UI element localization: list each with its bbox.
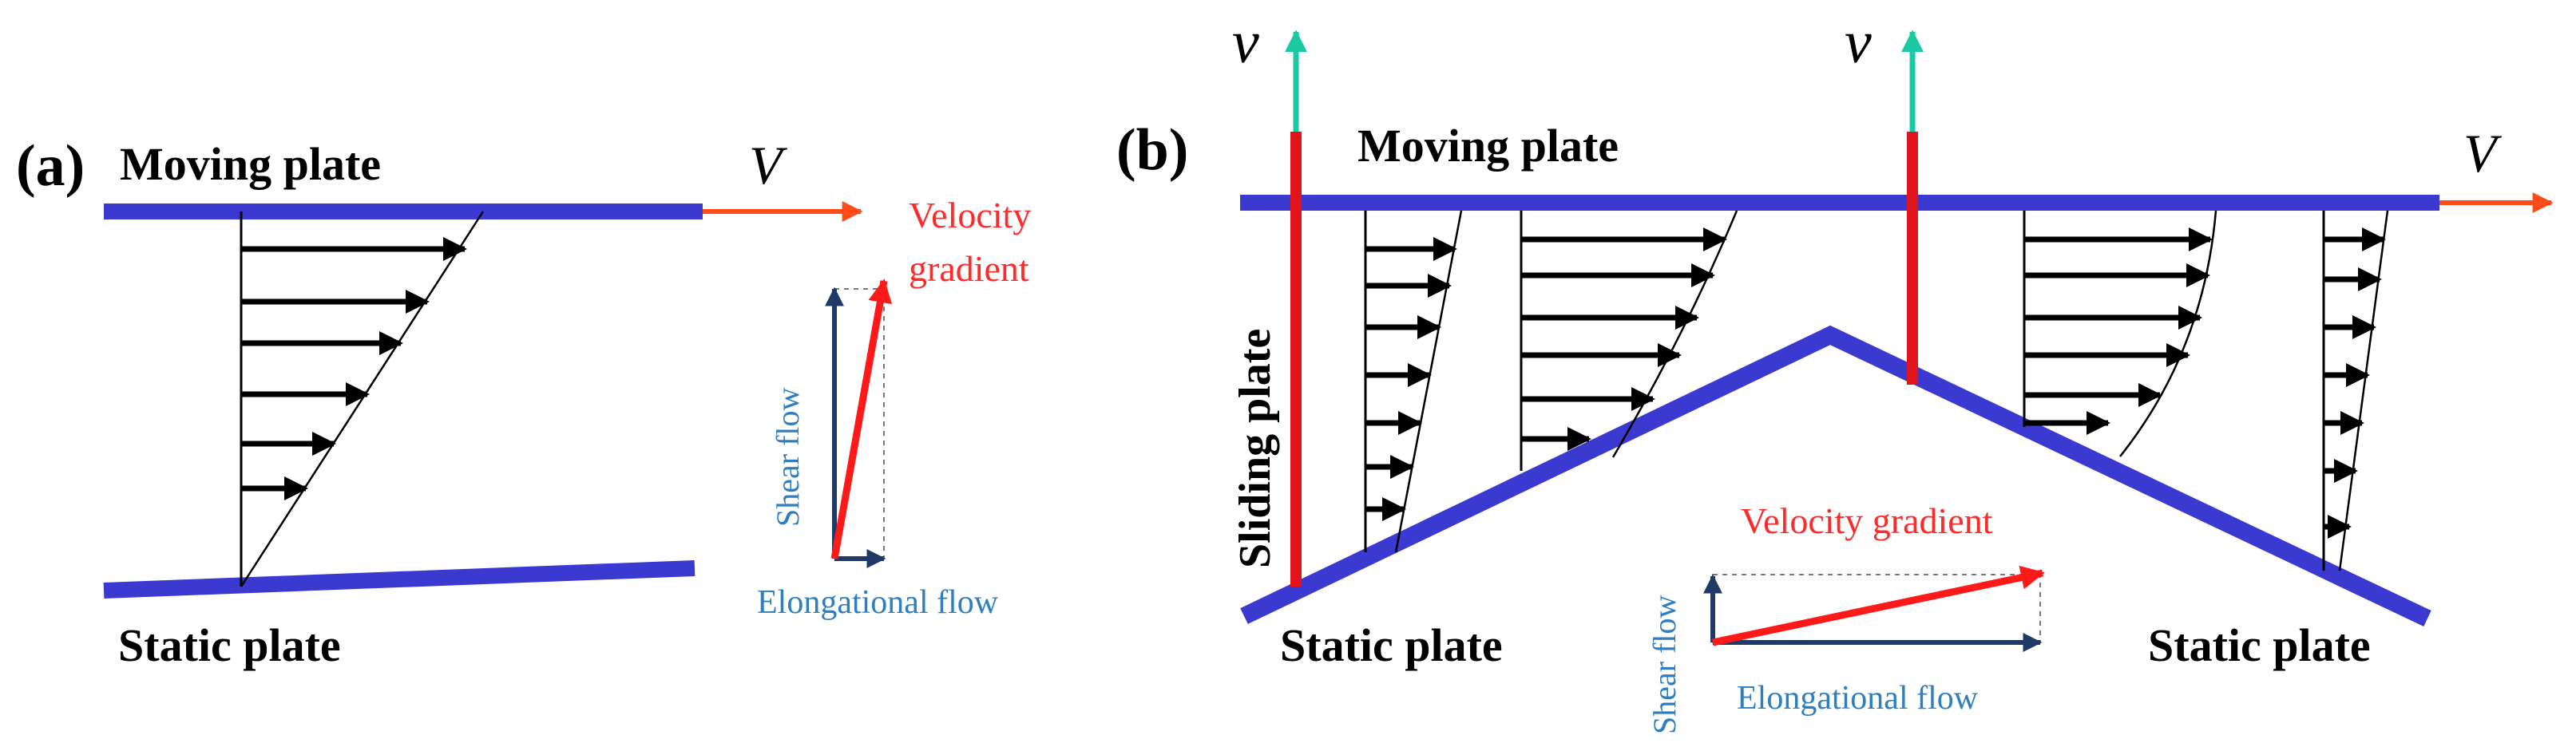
elongational-flow-label-b: Elongational flow — [1737, 680, 1979, 717]
sliding-plate-label: Sliding plate — [1231, 329, 1280, 568]
shear-flow-label-a: Shear flow — [770, 387, 806, 527]
static-plate-label-b-left: Static plate — [1280, 619, 1503, 671]
velocity-profile-b3 — [2023, 210, 2217, 457]
static-plate-label-a: Static plate — [118, 619, 341, 671]
velocity-profile-b1 — [1364, 210, 1463, 553]
static-plate-b — [1240, 325, 2431, 626]
profile-envelope-b3 — [2119, 210, 2217, 457]
velocity-profile-b2 — [1520, 210, 1738, 471]
velocity-gradient-arrow-b — [1712, 565, 2045, 646]
profile-envelope-b1 — [1394, 210, 1463, 553]
profile-envelope-a — [240, 211, 485, 587]
velocity-gradient-label-b: Velocity gradient — [1741, 500, 1993, 541]
plate-velocity-label-b: V — [2463, 123, 2503, 184]
panel-b: (b) Moving plate V Static plate Static p… — [1116, 9, 2554, 734]
velocity-profile-b4 — [2322, 210, 2389, 571]
moving-plate-label-a: Moving plate — [120, 138, 381, 190]
static-plate-label-b-right: Static plate — [2148, 619, 2371, 671]
decomposition-box-a — [834, 288, 885, 559]
velocity-profile-arrows-a — [241, 237, 467, 500]
velocity-gradient-label-a-line1: Velocity — [909, 195, 1031, 235]
sliding-velocity-label-right: v — [1845, 9, 1872, 76]
panel-a: (a) Moving plate Static plate V Velocity… — [16, 133, 1031, 671]
panel-b-label: (b) — [1116, 117, 1188, 183]
panel-a-label: (a) — [16, 133, 85, 199]
velocity-gradient-label-a-line2: gradient — [909, 248, 1029, 289]
moving-plate-label-b: Moving plate — [1357, 120, 1619, 172]
profile-envelope-b2 — [1611, 210, 1738, 458]
velocity-gradient-arrow-a — [830, 279, 893, 559]
sliding-velocity-label-left: v — [1232, 9, 1259, 76]
shear-flow-label-b: Shear flow — [1647, 595, 1682, 734]
plate-velocity-label-a: V — [749, 135, 788, 196]
static-plate-a — [103, 560, 696, 599]
elongational-flow-label-a: Elongational flow — [757, 584, 999, 621]
profile-envelope-b4 — [2338, 210, 2389, 571]
